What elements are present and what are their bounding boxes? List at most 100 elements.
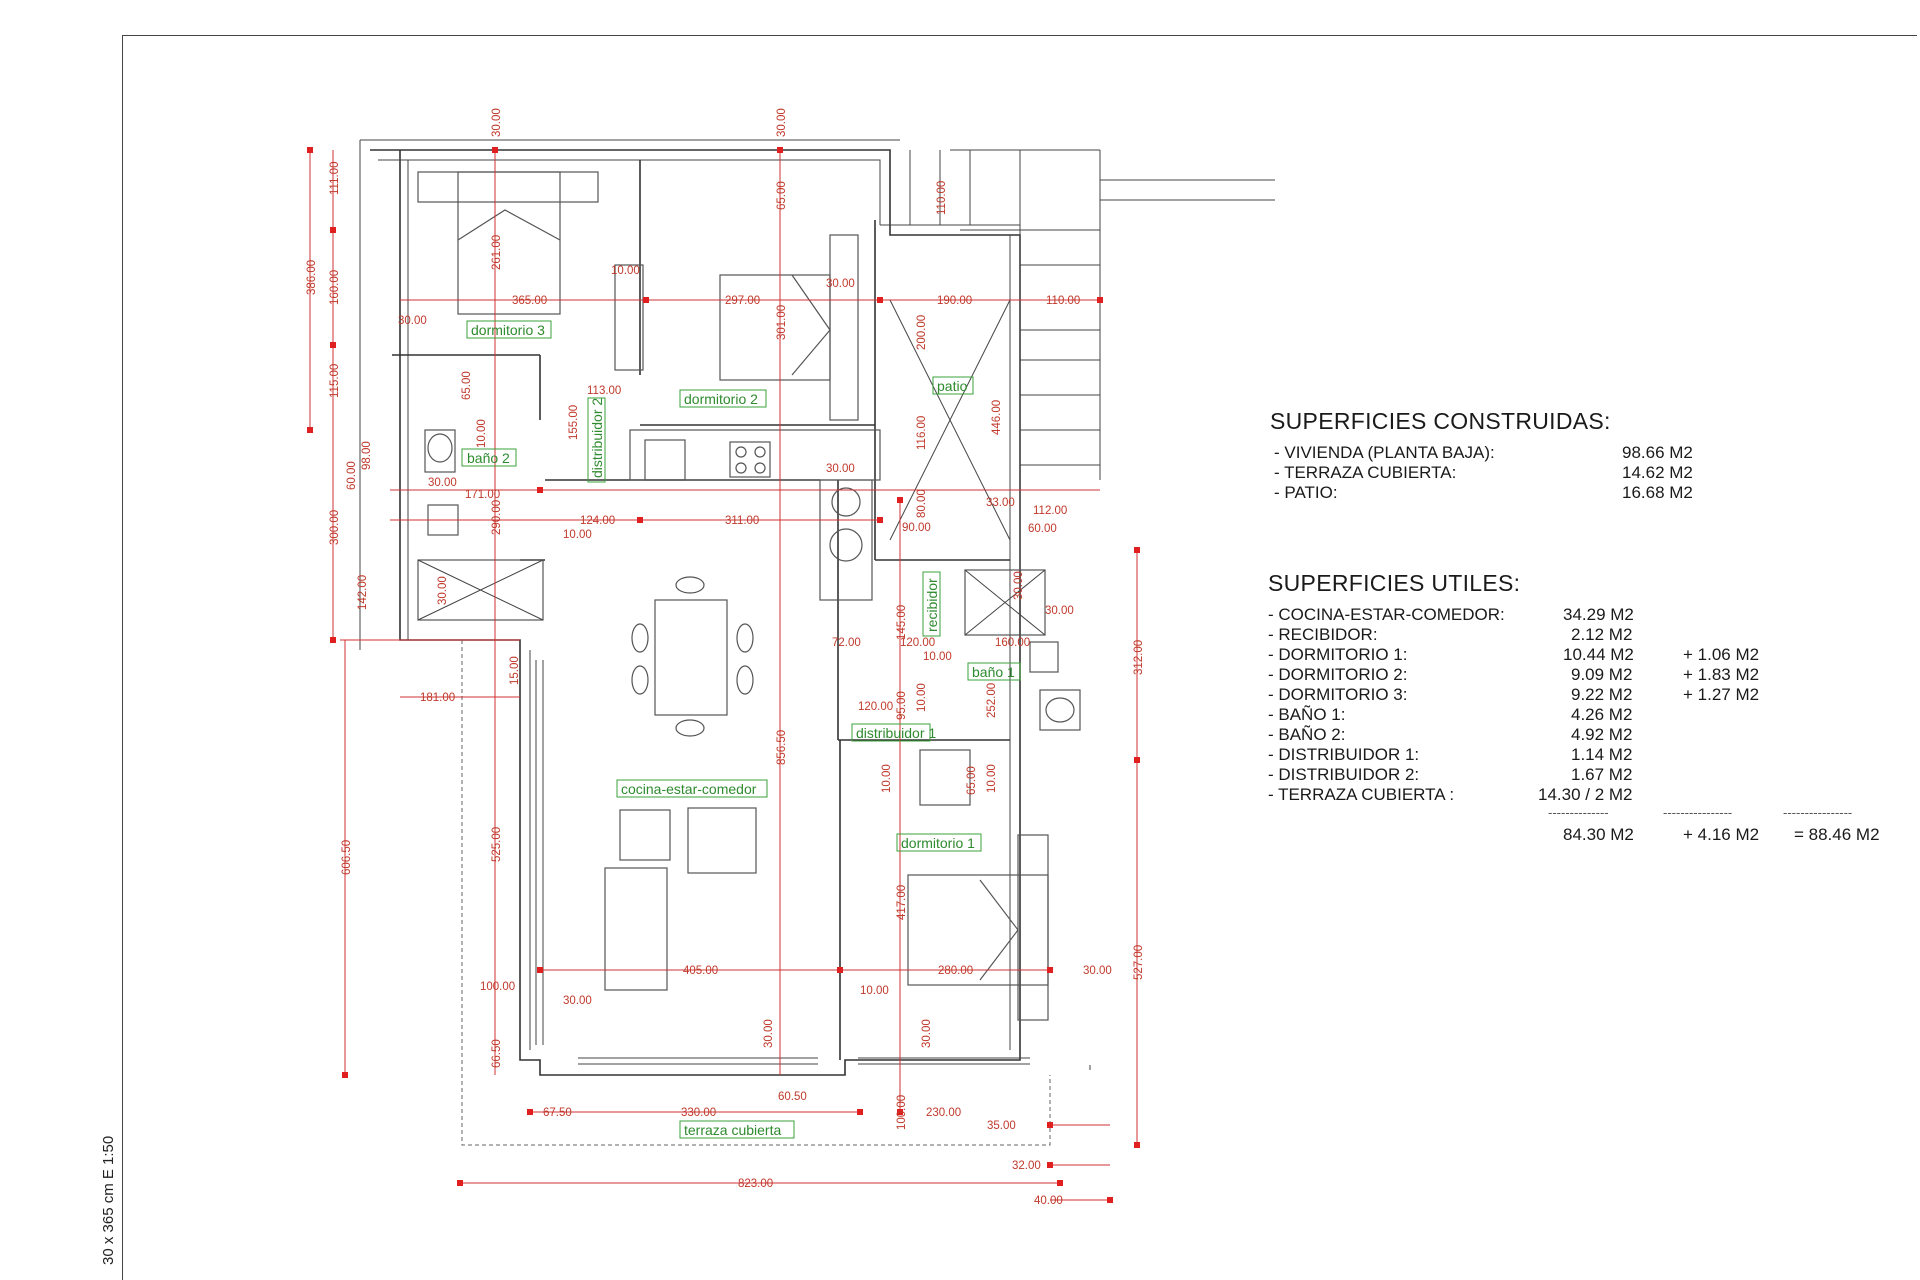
room-label-bano-2: baño 2 (467, 450, 510, 466)
room-label-cocina-estar-comedor: cocina-estar-comedor (621, 781, 757, 797)
dim-text: 527.00 (1133, 945, 1145, 980)
utiles-value: 1.14 M2 (1571, 745, 1633, 764)
windows (535, 660, 1030, 1065)
dim-text: 190.00 (937, 295, 972, 307)
utiles-label: - DORMITORIO 1: (1268, 645, 1408, 664)
utiles-label: - DISTRIBUIDOR 2: (1268, 765, 1420, 784)
dim-text: 446.00 (991, 400, 1003, 435)
dim-text: 110.00 (936, 181, 948, 215)
dim-text: 30.00 (921, 1019, 933, 1048)
room-label-distribuidor-1: distribuidor 1 (856, 725, 936, 741)
utiles-label: - BAÑO 1: (1268, 705, 1346, 724)
construidas-row: - PATIO: 16.68 M2 (1270, 483, 1740, 503)
dim-text: 290.00 (491, 500, 503, 535)
room-label-dormitorio-3: dormitorio 3 (471, 322, 545, 338)
utiles-label: - DORMITORIO 3: (1268, 685, 1408, 704)
dim-text: 312.00 (1133, 640, 1145, 675)
total-extra: + 4.16 M2 (1683, 825, 1760, 844)
dim-text: 823.00 (738, 1178, 773, 1190)
construidas-value: 14.62 M2 (1622, 463, 1693, 482)
dim-text: 301.00 (776, 305, 788, 340)
dim-text: 30.00 (826, 278, 855, 290)
dim-text: 32.00 (1012, 1160, 1041, 1172)
dim-text: 181.00 (420, 692, 455, 704)
dim-text: 417.00 (896, 885, 908, 920)
dim-text: 120.00 (900, 637, 935, 649)
dim-text: 280.00 (938, 965, 973, 977)
superficies-construidas: SUPERFICIES CONSTRUIDAS: - VIVIENDA (PLA… (1270, 408, 1740, 503)
utiles-row: - TERRAZA CUBIERTA : 14.30 / 2 M2 (1268, 785, 1908, 805)
utiles-row: - COCINA-ESTAR-COMEDOR: 34.29 M2 (1268, 605, 1908, 625)
dim-text: 33.00 (986, 497, 1015, 509)
dim-text: 111.00 (329, 162, 341, 195)
room-label-distribuidor-2: distribuidor 2 (589, 398, 605, 478)
construidas-value: 16.68 M2 (1622, 483, 1693, 502)
utiles-totals-row: 84.30 M2 + 4.16 M2 = 88.46 M2 (1268, 825, 1908, 845)
room-label-bano-1: baño 1 (972, 664, 1015, 680)
dim-text: 405.00 (683, 965, 718, 977)
separator: ---------------- (1663, 805, 1733, 820)
dim-text: 30.00 (491, 108, 503, 137)
sheet-frame (122, 35, 1917, 1280)
dim-text: 160.00 (329, 270, 341, 305)
utiles-extra: + 1.27 M2 (1683, 685, 1760, 704)
dim-text: 15.00 (509, 656, 521, 685)
dim-text: 40.00 (1034, 1195, 1063, 1207)
dim-text: 60.50 (778, 1091, 807, 1103)
utiles-value: 1.67 M2 (1571, 765, 1633, 784)
dim-text: 10.00 (881, 764, 893, 793)
dim-text: 110.00 (1046, 295, 1080, 307)
dim-text: 100.00 (480, 981, 515, 993)
dimension-lines (309, 150, 1138, 1201)
construidas-row: - TERRAZA CUBIERTA: 14.62 M2 (1270, 463, 1740, 483)
construidas-title: SUPERFICIES CONSTRUIDAS: (1270, 408, 1611, 434)
dim-text: 80.00 (916, 489, 928, 518)
dim-text: 386.00 (306, 260, 318, 295)
dim-text: 145.00 (896, 605, 908, 640)
utiles-row: - DORMITORIO 1: 10.44 M2 + 1.06 M2 (1268, 645, 1908, 665)
utiles-row: - BAÑO 2: 4.92 M2 (1268, 725, 1908, 745)
dim-text: 116.00 (916, 416, 928, 450)
utiles-row: - RECIBIDOR: 2.12 M2 (1268, 625, 1908, 645)
dim-text: 365.00 (512, 295, 547, 307)
dim-text: 115.00 (329, 364, 341, 398)
terraza-outline (461, 640, 1051, 1146)
utiles-label: - COCINA-ESTAR-COMEDOR: (1268, 605, 1505, 624)
exterior-walls (359, 139, 1091, 1076)
dim-text: 311.00 (725, 515, 759, 527)
dim-text: 30.00 (1013, 571, 1025, 600)
superficies-utiles: SUPERFICIES UTILES: - COCINA-ESTAR-COMED… (1268, 570, 1908, 845)
dim-text: 230.00 (926, 1107, 961, 1119)
separator: -------------- (1548, 805, 1609, 820)
dim-text: 300.00 (329, 510, 341, 545)
construidas-row: - VIVIENDA (PLANTA BAJA): 98.66 M2 (1270, 443, 1740, 463)
dim-text: 10.00 (860, 985, 889, 997)
room-label-dormitorio-2: dormitorio 2 (684, 391, 758, 407)
dim-text: 10.00 (611, 265, 640, 277)
dim-text: 10.00 (923, 651, 952, 663)
dim-text: 112.00 (1033, 505, 1067, 517)
utiles-label: - BAÑO 2: (1268, 725, 1346, 744)
dim-text: 113.00 (587, 385, 621, 397)
dim-text: 30.00 (398, 315, 427, 327)
dim-text: 160.00 (995, 637, 1030, 649)
dim-text: 155.00 (568, 405, 580, 440)
dim-text: 30.00 (428, 477, 457, 489)
dim-text: 35.00 (987, 1120, 1016, 1132)
utiles-label: - DISTRIBUIDOR 1: (1268, 745, 1420, 764)
dim-text: 261.00 (491, 235, 503, 270)
dim-text: 10.00 (986, 764, 998, 793)
utiles-row: - BAÑO 1: 4.26 M2 (1268, 705, 1908, 725)
dim-text: 90.00 (902, 522, 931, 534)
total-grand: = 88.46 M2 (1794, 825, 1880, 844)
scale-note: 30 x 365 cm E 1:50 (100, 1135, 117, 1265)
construidas-label: - TERRAZA CUBIERTA: (1274, 463, 1457, 482)
total-sum: 84.30 M2 (1563, 825, 1634, 844)
utiles-label: - DORMITORIO 2: (1268, 665, 1408, 684)
dim-text: 856.50 (776, 730, 788, 765)
dim-text: 65.00 (776, 181, 788, 210)
utiles-value: 9.22 M2 (1571, 685, 1633, 704)
construidas-label: - PATIO: (1274, 483, 1338, 502)
room-label-terraza-cubierta: terraza cubierta (684, 1122, 781, 1138)
